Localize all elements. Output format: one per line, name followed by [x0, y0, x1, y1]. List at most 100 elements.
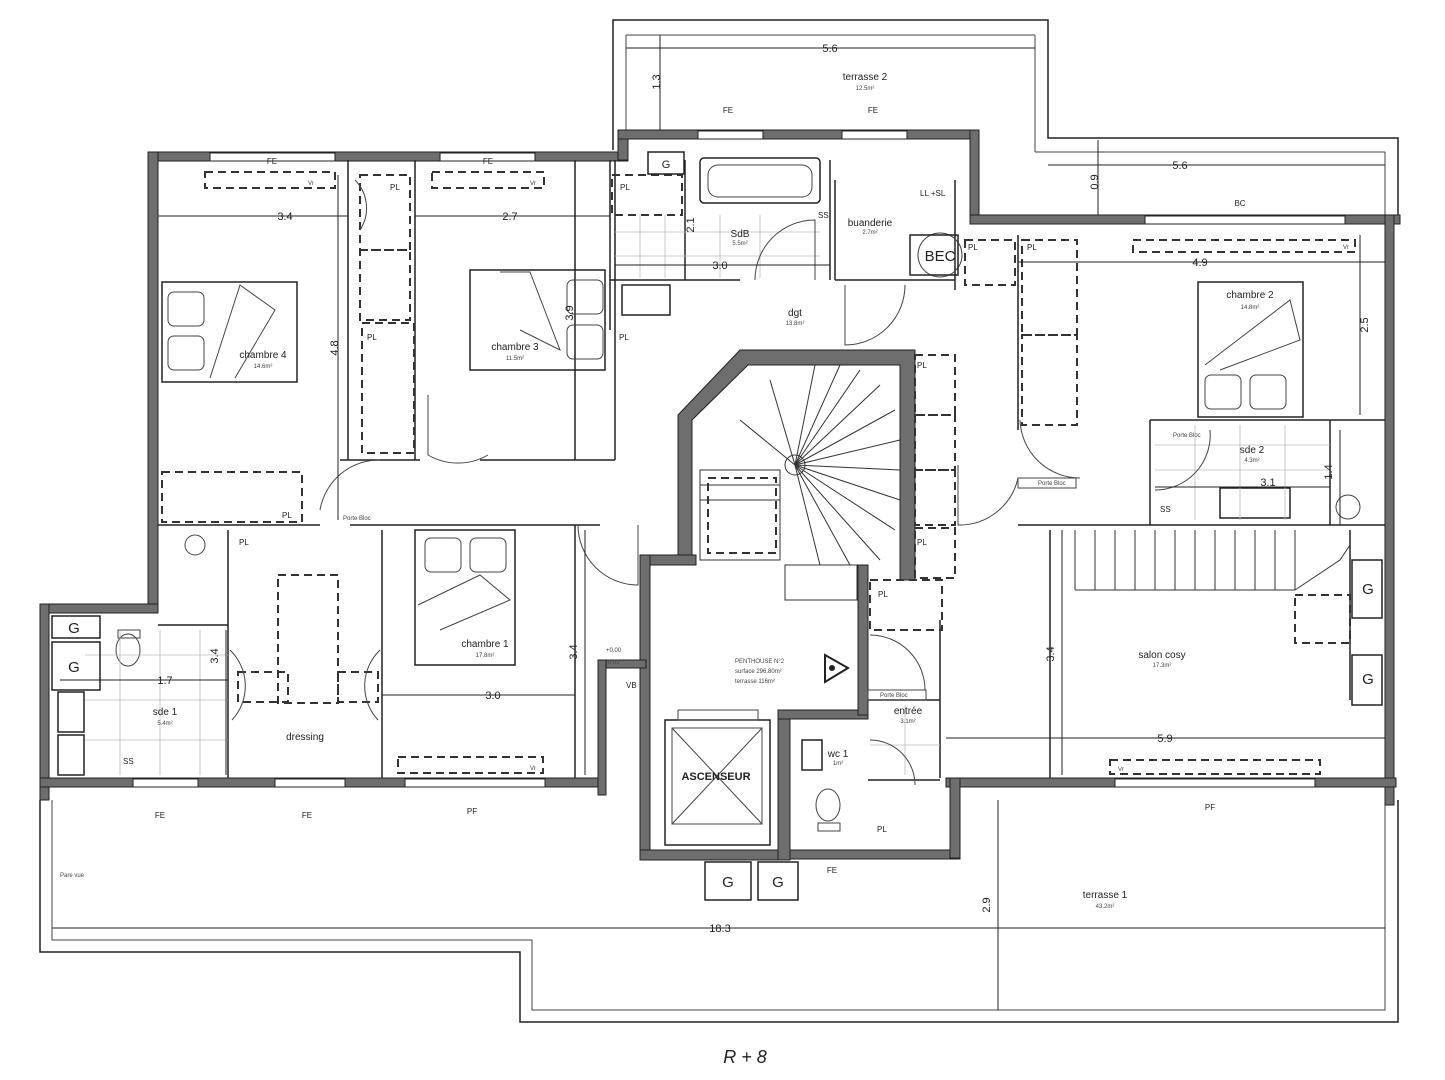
dim-5-6-top: 5.6: [822, 43, 837, 55]
penthouse-terrace: terrasse 116m²: [735, 679, 775, 685]
dim-5-9: 5.9: [1157, 733, 1172, 745]
door-swings: [229, 179, 1211, 786]
room-wc1-name: wc 1: [827, 749, 849, 760]
ll-sl-label: LL +SL: [920, 189, 946, 198]
room-sde2-name: sde 2: [1240, 445, 1265, 456]
dim-5-6-right: 5.6: [1172, 160, 1187, 172]
room-chambre4-area: 14.6m²: [254, 364, 273, 370]
closets: [161, 174, 1078, 704]
fe-label: FE: [267, 157, 277, 166]
g-label: G: [722, 874, 734, 891]
vr-label: Vr: [308, 181, 314, 187]
windows: [132, 130, 1356, 788]
dim-18-3: 18.3: [709, 923, 730, 935]
fe-label: FE: [302, 811, 312, 820]
vr-label: Vr: [530, 766, 536, 772]
labels: terrasse 2 12.5m² chambre 4 14.6m² chamb…: [60, 43, 1374, 1067]
room-chambre2-name: chambre 2: [1226, 290, 1274, 301]
shaft-boxes: [51, 151, 1383, 901]
room-buanderie-area: 2.7m²: [862, 230, 877, 236]
room-salon-name: salon cosy: [1138, 650, 1185, 661]
bc-label: BC: [1234, 199, 1245, 208]
dim-2-7: 2.7: [502, 211, 517, 223]
fe-label: FE: [827, 866, 837, 875]
room-chambre4-name: chambre 4: [239, 350, 287, 361]
room-buanderie-name: buanderie: [848, 218, 893, 229]
room-salon-area: 17.3m²: [1153, 663, 1172, 669]
room-sdb-area: 5.5m²: [732, 241, 747, 247]
porte-bloc-label: Porte Bloc: [1038, 481, 1066, 487]
room-terrasse1-name: terrasse 1: [1083, 890, 1128, 901]
vr-label: Vr: [530, 181, 536, 187]
ss-label: SS: [818, 211, 829, 220]
pl-label: PL: [239, 538, 249, 547]
ss-label: SS: [123, 757, 134, 766]
g-label: G: [68, 659, 80, 676]
dim-3-4-ch4: 3.4: [277, 211, 292, 223]
dim-2-9: 2.9: [981, 897, 993, 912]
dim-3-4-sde1: 3.4: [209, 648, 221, 663]
dimension-lines: [52, 35, 1385, 1010]
room-chambre3-area: 11.5m²: [506, 356, 524, 362]
dim-1-4: 1.4: [1323, 464, 1335, 479]
dim-3-1: 3.1: [1260, 477, 1275, 489]
room-entree-area: 3.1m²: [900, 719, 915, 725]
vr-label: Vr: [1343, 245, 1349, 251]
fe-label: FE: [723, 106, 733, 115]
dim-3-4-salon: 3.4: [1045, 646, 1057, 661]
vb-label: VB: [626, 681, 637, 690]
g-label: G: [662, 159, 671, 171]
fe-label: FE: [483, 157, 493, 166]
pf-label: PF: [1205, 803, 1215, 812]
pare-vue-label: Pare vue: [60, 873, 85, 879]
room-terrasse2-area: 12.5m²: [856, 86, 875, 92]
room-sde2-area: 4.3m²: [1244, 458, 1259, 464]
bathroom-fixtures: [57, 157, 1361, 832]
room-chambre1-name: chambre 1: [461, 639, 509, 650]
pl-label: PL: [620, 183, 630, 192]
level-label: +0.00: [606, 648, 622, 654]
dim-3-0-sdb: 3.0: [712, 260, 727, 272]
pl-label: PL: [390, 183, 400, 192]
dim-4-9: 4.9: [1192, 257, 1207, 269]
room-dgt-name: dgt: [788, 308, 802, 319]
room-chambre1-area: 17.8m²: [476, 653, 495, 659]
g-label: G: [1362, 581, 1374, 598]
dim-4-8: 4.8: [329, 340, 341, 355]
dim-1-3: 1.3: [651, 74, 663, 89]
porte-bloc-label: Porte Bloc: [880, 693, 908, 699]
vr-label: Vr: [1118, 767, 1124, 773]
level-title: R + 8: [723, 1047, 767, 1067]
dim-3-4-ch1: 3.4: [568, 644, 580, 659]
room-dgt-area: 13.8m²: [786, 321, 805, 327]
ss-label: SS: [1160, 505, 1171, 514]
room-sde1-area: 5.4m²: [157, 721, 172, 727]
beds: [161, 269, 1304, 666]
room-terrasse2-name: terrasse 2: [843, 72, 888, 83]
fe-label: FE: [155, 811, 165, 820]
g-label: G: [1362, 671, 1374, 688]
dim-2-1: 2.1: [685, 217, 697, 232]
pl-label: PL: [878, 590, 888, 599]
g-label: G: [68, 620, 80, 637]
porte-bloc-label: Porte Bloc: [1173, 433, 1201, 439]
room-sdb-name: SdB: [731, 229, 750, 240]
pl-label: PL: [619, 333, 629, 342]
penthouse-name: PENTHOUSE N°2: [735, 659, 785, 665]
penthouse-surface: surface 296.80m²: [735, 669, 782, 675]
bec-label: BEC: [925, 248, 956, 265]
fe-label: FE: [868, 106, 878, 115]
pl-label: PL: [1027, 243, 1037, 252]
dim-2-5: 2.5: [1359, 317, 1371, 332]
room-terrasse1-area: 43.2m²: [1096, 904, 1115, 910]
pl-label: PL: [282, 511, 292, 520]
g-label: G: [772, 874, 784, 891]
pl-label: PL: [917, 361, 927, 370]
dim-0-9: 0.9: [1089, 174, 1101, 189]
dim-3-0-ch1: 3.0: [485, 690, 500, 702]
room-chambre3-name: chambre 3: [491, 342, 539, 353]
pl-label: PL: [367, 333, 377, 342]
room-dressing-name: dressing: [286, 732, 324, 743]
pl-label: PL: [917, 538, 927, 547]
terrace-outlines: [39, 19, 1399, 1023]
